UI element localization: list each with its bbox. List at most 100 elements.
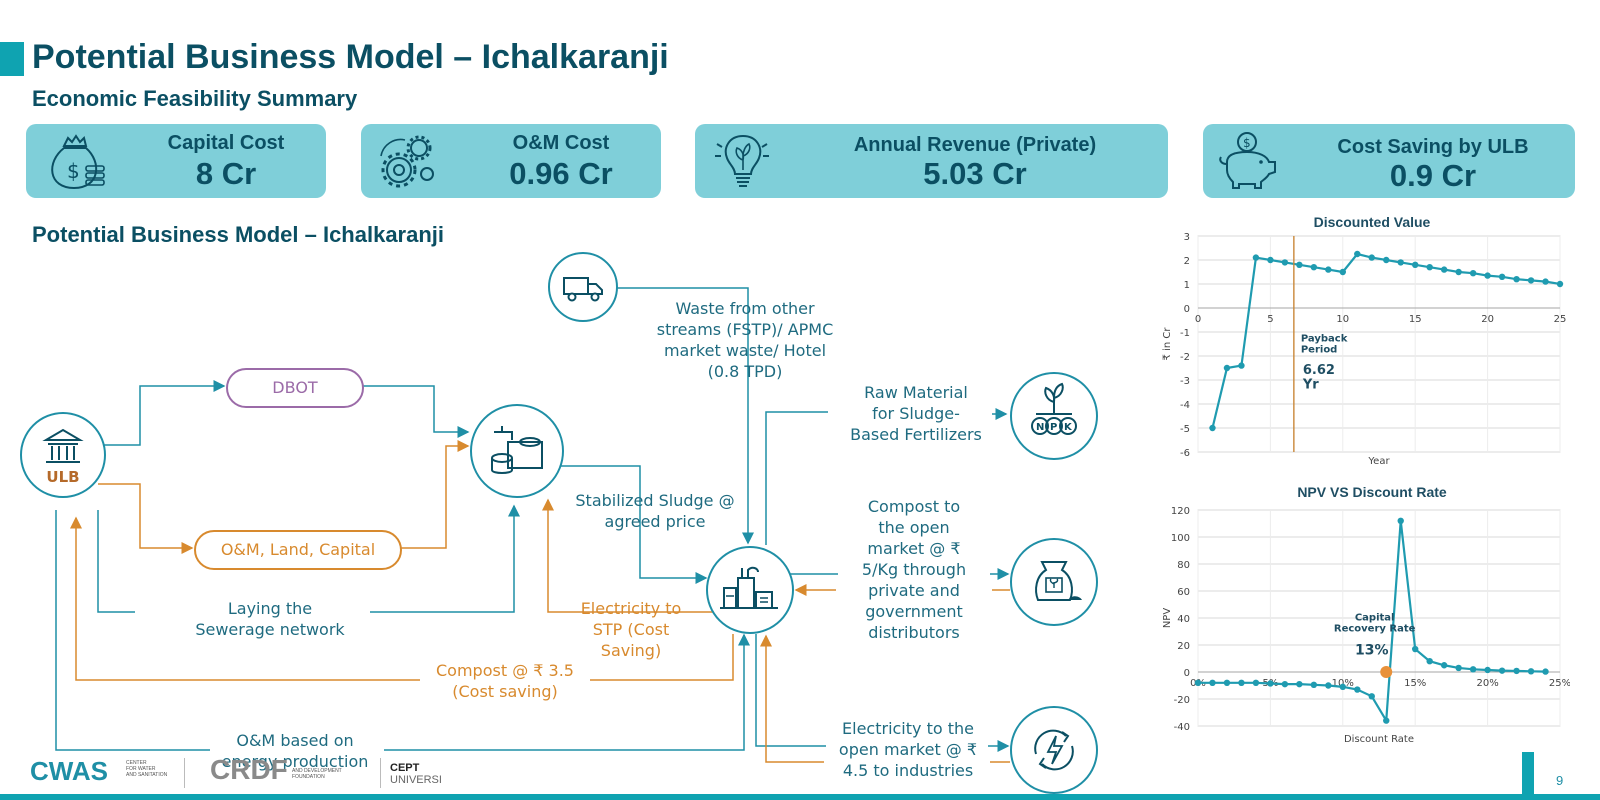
logo-subtext-line: AND DEVELOPMENT [292,768,342,774]
y-tick-label: 0 [1184,668,1190,679]
compost-open-market-label-line: distributors [868,623,960,642]
waste-streams-label-line: (0.8 TPD) [707,362,783,381]
fertilizer-node: N P K [1010,372,1098,460]
renewable-energy-icon [1034,729,1074,771]
y-axis-label: NPV [1162,608,1173,629]
data-point [1542,278,1549,285]
lightbulb-leaf-icon [715,134,769,187]
x-tick-label: 15% [1404,678,1426,689]
crdf-logo-subtext: AND DEVELOPMENT FOUNDATION [292,768,342,780]
npk-letter: N [1036,422,1044,433]
kpi-value: 8 Cr [195,156,257,191]
y-tick-label: 40 [1177,614,1190,625]
crr-annotation: Recovery Rate [1334,624,1416,635]
data-point [1368,693,1375,700]
y-tick-label: -20 [1174,695,1190,706]
plant-fertilizer-icon: N P K [1031,382,1077,435]
data-point [1267,256,1274,264]
data-point [1542,668,1549,675]
compost-open-market-label-line: private and [868,581,960,600]
y-tick-label: 0 [1184,304,1190,315]
compost-ulb-label-line: (Cost saving) [452,682,558,701]
x-tick-label: 10% [1332,678,1354,689]
y-tick-label: 2 [1184,256,1190,267]
data-point [1238,679,1245,686]
x-axis-label: Discount Rate [1344,734,1414,745]
payback-value: Yr [1302,377,1319,392]
x-tick-label: 20 [1481,314,1494,325]
compost-bag-icon [1035,561,1082,601]
compost-open-market-label: Compost to the open market @ ₹ 5/Kg thro… [836,496,992,643]
npk-letter: K [1064,422,1073,433]
compost-ulb-label: Compost @ ₹ 3.5 (Cost saving) [410,660,600,702]
data-point [1440,266,1448,273]
data-point [1223,679,1231,686]
kpi-value: 0.9 Cr [1389,158,1477,193]
data-point [1267,680,1274,687]
data-point [1310,681,1318,689]
electricity-open-market-label-line: open market @ ₹ [838,740,978,759]
money-bag-icon: $ [51,134,105,190]
x-tick-label: 10 [1336,314,1349,325]
crdf-logo: CRDF [210,754,288,785]
data-point [1455,268,1462,276]
y-tick-label: -3 [1180,376,1190,387]
waste-streams-label-line: streams (FSTP)/ APMC [656,320,834,339]
kpi-label: O&M Cost [512,132,610,154]
data-point [1354,250,1361,258]
cwas-logo: CWAS [30,756,108,786]
gears-icon [380,135,434,188]
data-point [1469,270,1477,277]
data-point [1354,686,1361,693]
waste-streams-label-line: market waste/ Hotel [663,341,827,360]
kpi-label: Capital Cost [167,132,285,154]
om-energy-label-line: O&M based on [236,731,354,750]
om-energy-label: O&M based on energy production [200,730,390,772]
npv-discount-chart: 120100806040200-20-400%5%10%15%20%25%Dis… [1162,506,1570,745]
electricity-node [1010,706,1098,794]
page-subtitle: Economic Feasibility Summary [32,86,358,111]
data-point [1281,680,1289,688]
data-point [1484,666,1491,674]
x-tick-label: 0 [1195,314,1201,325]
svg-text:$: $ [67,159,80,183]
raw-material-label-line: Raw Material [864,383,968,402]
electricity-stp-label: Electricity to STP (Cost Saving) [548,598,714,661]
digester-node [706,546,794,634]
data-point [1383,256,1390,264]
page-number: 9 [1556,773,1564,788]
x-axis-label: Year [1367,456,1390,467]
data-point [1296,680,1303,688]
data-point [1209,679,1216,686]
data-point [1527,277,1535,284]
truck-node [548,252,618,322]
page-accent-bar [1522,752,1534,794]
data-point [1498,273,1506,280]
compost-open-market-label-line: 5/Kg through [861,560,967,579]
data-point [1339,683,1346,691]
kpi-label: Cost Saving by ULB [1337,136,1529,158]
raw-material-label: Raw Material for Sludge- Based Fertilize… [836,382,996,445]
crr-annotation: Capital [1355,613,1395,624]
y-axis-label: ₹ in Cr [1162,327,1173,361]
om-energy-label-line: energy production [221,752,369,771]
payback-annotation: Period [1301,344,1338,355]
kpi-card-capital-cost: $ Capital Cost 8 Cr [26,124,326,198]
x-tick-label: 5 [1267,314,1273,325]
y-tick-label: -4 [1180,400,1190,411]
electricity-stp-label-line: Saving) [600,641,662,660]
y-tick-label: -1 [1180,328,1190,339]
raw-material-label-line: for Sludge- [872,404,960,423]
chart-title: Discounted Value [1313,214,1431,230]
data-point [1426,264,1433,271]
data-point [1513,667,1520,675]
cwas-logo-subtext: CENTER FOR WATER AND SANITATION [126,760,167,778]
y-tick-label: -2 [1180,352,1190,363]
npk-letter: P [1050,422,1057,433]
electricity-open-market-label-line: Electricity to the [842,719,974,738]
logo-subtext-line: AND SANITATION [126,772,168,778]
data-point [1281,259,1289,266]
x-tick-label: 20% [1476,678,1498,689]
data-point [1209,424,1216,432]
